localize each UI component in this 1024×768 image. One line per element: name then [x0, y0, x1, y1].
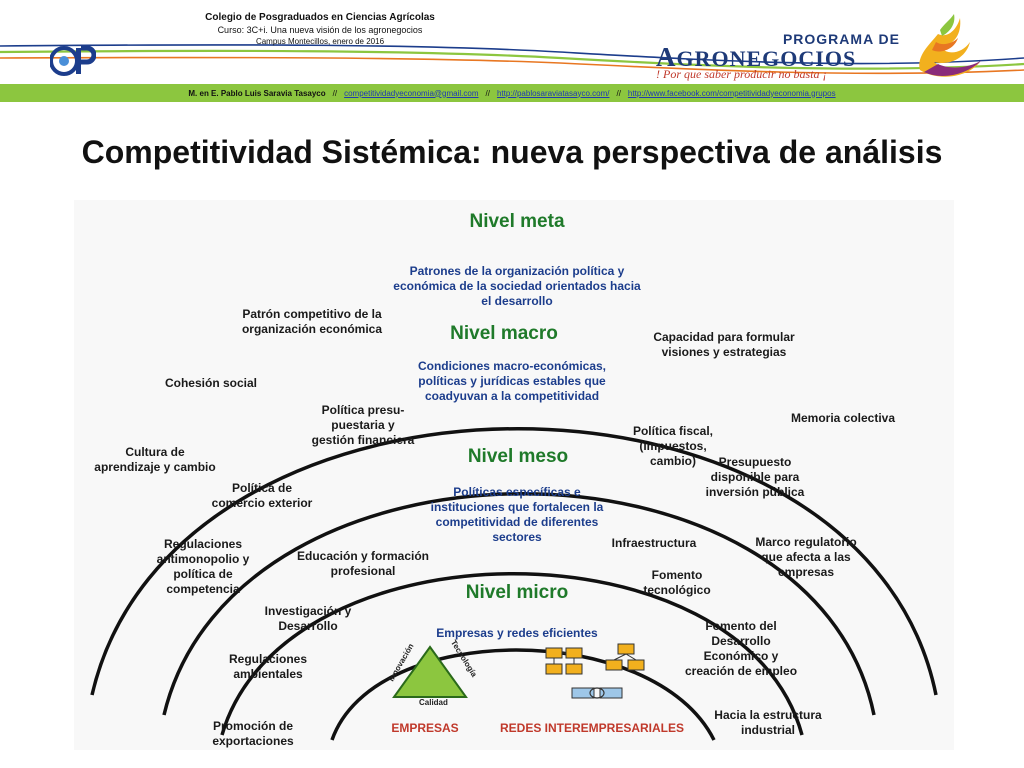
- competitividad-diagram: [74, 200, 954, 750]
- header: Colegio de Posgraduados en Ciencias Agrí…: [0, 0, 1024, 84]
- label-investigacion-desarrollo: Investigación y Desarrollo: [264, 604, 352, 633]
- author-name: M. en E. Pablo Luis Saravia Tasayco: [188, 88, 326, 98]
- caption-micro: Empresas y redes eficientes: [436, 626, 598, 640]
- caption-meso: Políticas específicas e instituciones qu…: [430, 485, 604, 544]
- label-cohesion-social: Cohesión social: [164, 376, 258, 390]
- label-fomento-tecnologico: Fomento tecnológico: [643, 568, 711, 597]
- label-comercio-exterior: Política de comercio exterior: [211, 481, 313, 510]
- website-link[interactable]: http://pablosaraviatasayco.com/: [496, 88, 610, 98]
- arc-meso: [220, 572, 804, 736]
- label-marco-regulatorio: Marco regulatorio que afecta a las empre…: [755, 535, 857, 579]
- label-politica-fiscal: Política fiscal, (impuestos, cambio): [632, 424, 714, 468]
- course-name: Curso: 3C+i. Una nueva visión de los agr…: [217, 25, 423, 35]
- email-link[interactable]: competitividadyeconomia@gmail.com: [344, 88, 479, 98]
- label-politica-presupuestaria: Política presu- puestaria y gestión fina…: [311, 403, 415, 447]
- level-micro-title: Nivel micro: [465, 582, 569, 603]
- label-regulaciones-ambientales: Regulaciones ambientales: [228, 652, 308, 681]
- label-patron-competitivo: Patrón competitivo de la organización ec…: [241, 307, 383, 336]
- caption-macro: Condiciones macro-económicas, políticas …: [417, 359, 607, 403]
- level-macro-title: Nivel macro: [450, 323, 558, 344]
- program-slogan: ! Por que saber producir no basta ¡: [656, 67, 828, 81]
- author-info-bar: M. en E. Pablo Luis Saravia Tasayco // c…: [0, 84, 1024, 102]
- separator: //: [332, 88, 338, 98]
- facebook-link[interactable]: http://www.facebook.com/competitividadye…: [627, 88, 836, 98]
- program-label: PROGRAMA DE: [782, 31, 900, 47]
- level-meso-title: Nivel meso: [467, 446, 569, 467]
- arc-macro: [162, 492, 876, 716]
- label-redes-interempresariales: REDES INTEREMPRESARIALES: [499, 721, 685, 735]
- arc-micro: [330, 648, 716, 741]
- caption-meta: Patrones de la organización política y e…: [393, 264, 641, 308]
- campus-date: Campus Montecillos, enero de 2016: [255, 37, 385, 46]
- flame-swirl-icon: [919, 14, 982, 77]
- arc-meta: [90, 427, 938, 696]
- label-memoria-colectiva: Memoria colectiva: [790, 411, 896, 425]
- label-fomento-desarrollo: Fomento del Desarrollo Económico y creac…: [684, 619, 798, 678]
- level-meta-title: Nivel meta: [469, 211, 565, 232]
- quality-triangle-icon: [392, 645, 468, 698]
- business-network-icon: [545, 643, 645, 699]
- cp-logo: CP: [50, 45, 96, 76]
- agronegocios-logo: PROGRAMA DE AGRONEGOCIOS ! Por que saber…: [650, 27, 910, 83]
- institution-name: Colegio de Posgraduados en Ciencias Agrí…: [205, 12, 435, 23]
- separator: //: [616, 88, 621, 98]
- label-presupuesto-inversion: Presupuesto disponible para inversión pú…: [705, 455, 805, 499]
- label-cultura-aprendizaje: Cultura de aprendizaje y cambio: [94, 445, 216, 474]
- label-empresas: EMPRESAS: [391, 721, 459, 735]
- header-decoration: [0, 44, 1024, 75]
- label-infraestructura: Infraestructura: [611, 536, 697, 550]
- label-promocion-exportaciones: Promoción de exportaciones: [212, 719, 294, 748]
- label-calidad: Calidad: [419, 698, 448, 707]
- program-name: AGRONEGOCIOS: [656, 42, 857, 72]
- label-educacion-formacion: Educación y formación profesional: [296, 549, 430, 578]
- label-estructura-industrial: Hacia la estructura industrial: [714, 708, 822, 737]
- separator: //: [485, 88, 490, 98]
- page-title: Competitividad Sistémica: nueva perspect…: [81, 134, 943, 170]
- label-regulaciones-antimonopolio: Regulaciones antimonopolio y política de…: [156, 537, 250, 596]
- label-capacidad-formular: Capacidad para formular visiones y estra…: [653, 330, 795, 359]
